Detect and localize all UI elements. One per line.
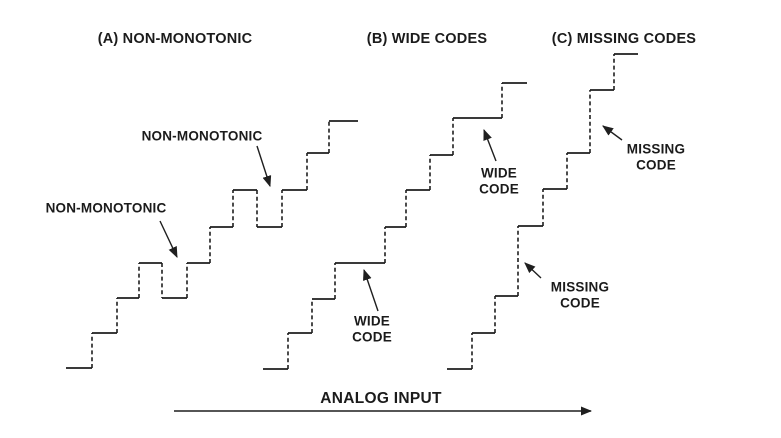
- callout-arrow-3: [363, 268, 379, 312]
- staircase-c-missing-codes-risers: [471, 54, 615, 369]
- analog-input-axis-label: ANALOG INPUT: [320, 390, 442, 407]
- callout-wide-code-lower: WIDE CODE: [352, 314, 392, 345]
- callout-text-line: CODE: [636, 157, 676, 172]
- callout-arrow-0: [256, 145, 272, 188]
- callout-missing-code-upper: MISSING CODE: [627, 142, 685, 173]
- panel-c-title: (C) MISSING CODES: [551, 31, 697, 47]
- callout-text-line: WIDE: [480, 165, 518, 181]
- staircase-b-wide-codes-risers: [287, 83, 503, 369]
- callout-arrow-5: [524, 262, 542, 279]
- callout-text-line: CODE: [479, 181, 519, 196]
- arrows-group: [159, 125, 623, 416]
- panel-a-title: (A) NON-MONOTONIC: [97, 31, 253, 47]
- callout-text-line: MISSING: [550, 279, 610, 295]
- staircase-b-wide-codes-treads: [263, 82, 527, 370]
- callout-text-line: CODE: [352, 329, 392, 344]
- callout-text-line: WIDE: [353, 313, 391, 329]
- callout-text-line: MISSING: [626, 141, 686, 157]
- staircase-a-non-monotonic-treads: [66, 120, 358, 369]
- staircases-group: [66, 53, 638, 370]
- callout-text-line: NON-MONOTONIC: [141, 128, 263, 144]
- callout-non-monotonic-lower: NON-MONOTONIC: [46, 200, 167, 216]
- panel-b-title: (B) WIDE CODES: [366, 31, 488, 47]
- callout-missing-code-lower: MISSING CODE: [551, 280, 609, 311]
- callout-arrow-2: [483, 128, 497, 162]
- callout-text-line: NON-MONOTONIC: [45, 200, 167, 216]
- staircase-a-non-monotonic-risers: [91, 121, 330, 368]
- callout-wide-code-upper: WIDE CODE: [479, 166, 519, 197]
- callout-non-monotonic-upper: NON-MONOTONIC: [142, 128, 263, 144]
- callout-arrow-1: [159, 220, 178, 259]
- callout-arrow-4: [602, 125, 623, 141]
- staircase-c-missing-codes-treads: [447, 53, 638, 370]
- callout-text-line: CODE: [560, 295, 600, 310]
